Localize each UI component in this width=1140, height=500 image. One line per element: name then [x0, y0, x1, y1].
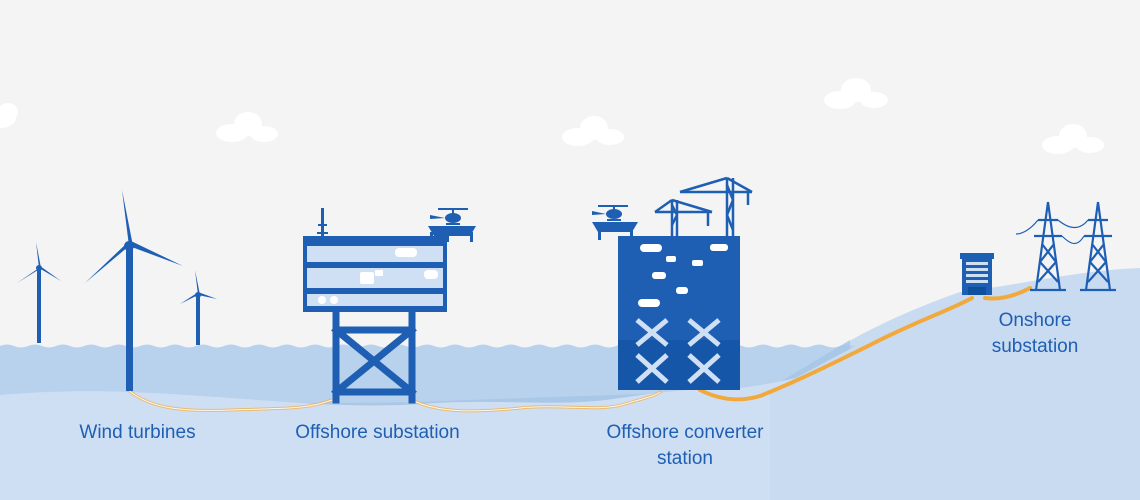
onshore-substation-label: Onshore substation [975, 308, 1095, 360]
helicopter-icon [430, 208, 468, 225]
onshore-substation-structure [960, 201, 1116, 295]
subsea-cables [126, 286, 1032, 413]
offshore-substation-structure [303, 208, 476, 404]
transmission-tower-icon [1080, 201, 1116, 292]
onshore-substation-label-line-1: Onshore [998, 310, 1072, 331]
land-front [770, 272, 1140, 500]
wind-turbine-icon [180, 270, 217, 345]
wind-turbine-icon [17, 242, 61, 343]
offshore-converter-station-label-line-2: station [657, 448, 713, 469]
cloud-icon [0, 103, 18, 128]
wind-turbines-label-line: Wind turbines [79, 422, 196, 443]
offshore-converter-station-label-line-1: Offshore converter [606, 422, 764, 443]
helicopter-icon [592, 205, 628, 221]
offshore-substation-label: Offshore substation [275, 420, 480, 446]
onshore-substation-label-line-2: substation [991, 336, 1079, 357]
offshore-converter-station-label: Offshore converter station [585, 420, 785, 472]
power-lines [1015, 219, 1089, 245]
cloud-icon [1042, 124, 1104, 154]
cloud-icon [824, 78, 888, 109]
wind-turbine-icon [85, 190, 183, 391]
transmission-tower-icon [1030, 201, 1066, 292]
offshore-converter-station-structure [592, 176, 753, 390]
offshore-substation-label-line: Offshore substation [295, 422, 460, 443]
crane-icon [654, 198, 713, 236]
cloud-icon [562, 116, 624, 146]
crane-icon [679, 176, 753, 236]
building-icon [960, 253, 994, 295]
wind-turbines-label: Wind turbines [60, 420, 215, 446]
cloud-icon [216, 112, 278, 142]
